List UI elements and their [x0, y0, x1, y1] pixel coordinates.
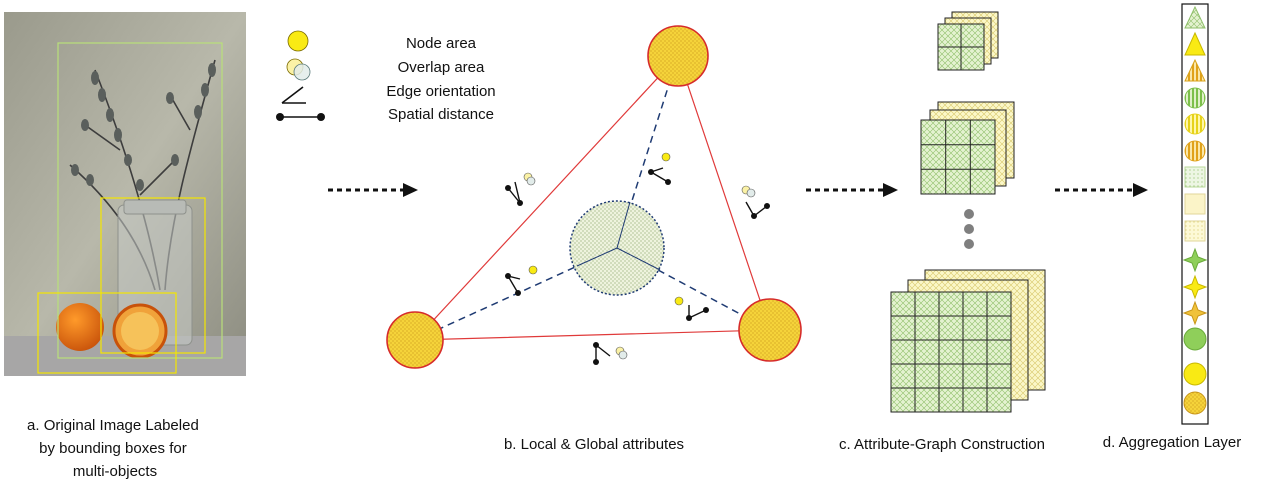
angle-icon [281, 86, 306, 104]
triangle-hatched-green-icon [1184, 5, 1206, 29]
edge-attribute-left-inner [505, 265, 538, 296]
square-dotted-yellow-icon [1184, 220, 1206, 242]
triangle-edges [413, 54, 771, 341]
node-right [738, 298, 802, 362]
triangle-yellow-icon [1184, 31, 1206, 56]
legend: Node area Overlap area Edge orientation … [276, 30, 496, 123]
node-top [647, 25, 709, 87]
circle-green-icon [1183, 327, 1207, 351]
star-green-icon [1182, 247, 1208, 273]
half-orange-flesh [121, 312, 159, 350]
edge-attribute-left-outer [505, 172, 536, 206]
bbox-branches [57, 42, 223, 359]
caption-a-line-3: multi-objects [73, 463, 157, 480]
edge-attribute-right-inner [674, 296, 709, 321]
edge-attribute-top-inner [648, 152, 671, 185]
caption-a-line-2: by bounding boxes for [39, 440, 187, 457]
global-node-spokes [576, 201, 661, 271]
attribute-graph [386, 25, 802, 369]
arrow-c-to-d [1055, 183, 1148, 197]
matrix-stack-medium [920, 101, 1015, 195]
whole-orange [56, 303, 104, 351]
dumbbell-icon [276, 113, 325, 121]
edge-attribute-bottom [593, 342, 628, 365]
willow-buds [71, 63, 216, 191]
square-light-yellow-icon [1184, 193, 1206, 215]
caption-a-line-1: a. Original Image Labeled [27, 417, 199, 434]
jar-rim [123, 199, 187, 215]
circle-striped-yellow-icon [1184, 113, 1206, 135]
star-yellow-icon [1182, 274, 1208, 300]
caption-c: c. Attribute-Graph Construction [839, 436, 1045, 453]
edge-attribute-right-outer [741, 185, 770, 219]
legend-overlap-area: Overlap area [398, 59, 485, 76]
original-photo [4, 12, 246, 376]
circle-gold-icon [1183, 391, 1207, 415]
circle-striped-orange-icon [1184, 140, 1206, 162]
matrix-stack-small [937, 11, 999, 71]
circle-striped-green-icon [1184, 87, 1206, 109]
bbox-oranges [37, 292, 177, 374]
node-left [386, 311, 444, 369]
caption-b: b. Local & Global attributes [504, 436, 684, 453]
yellow-circle-icon [287, 30, 309, 52]
star-orange-icon [1182, 300, 1208, 326]
circle-yellow-icon [1183, 362, 1207, 386]
legend-edge-orientation: Edge orientation [386, 83, 495, 100]
caption-a: a. Original Image Labeled by bounding bo… [27, 417, 203, 480]
caption-d: d. Aggregation Layer [1103, 434, 1241, 451]
overlap-circles-icon [286, 58, 311, 81]
legend-spatial-distance: Spatial distance [388, 106, 494, 123]
arrow-a-to-b [328, 183, 418, 197]
triangle-striped-icon [1184, 58, 1206, 82]
aggregation-layer [1181, 3, 1209, 425]
square-dotted-green-icon [1184, 166, 1206, 188]
bbox-jar [100, 197, 206, 354]
arrow-b-to-c [806, 183, 898, 197]
ellipsis-dots [964, 209, 974, 249]
legend-node-area: Node area [406, 35, 477, 52]
matrix-stack-large [890, 269, 1046, 413]
